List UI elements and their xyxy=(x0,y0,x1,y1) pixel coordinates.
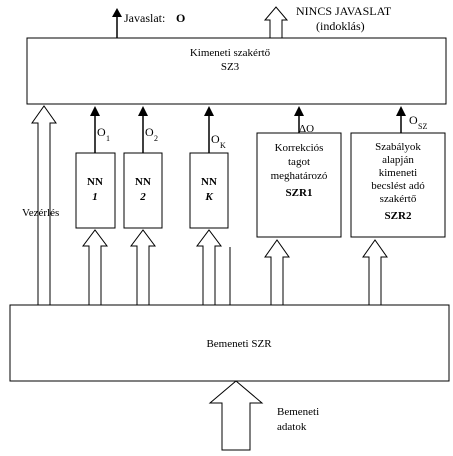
nn1-title: NN xyxy=(87,176,103,188)
szr2-box xyxy=(350,132,446,238)
nn1-output-arrow xyxy=(90,106,100,153)
osz-sub: SZ xyxy=(418,122,427,131)
szr1-box xyxy=(256,132,342,238)
bemeneti-adatok-arrow xyxy=(208,380,264,451)
szr1-name: SZR1 xyxy=(286,187,313,199)
szr2-line5: szakértő xyxy=(380,193,417,205)
nn1-index: 1 xyxy=(92,191,98,203)
nn1-input-arrow xyxy=(82,229,108,306)
szr1-line3: meghatározó xyxy=(271,170,328,182)
javaslat-output-arrow xyxy=(112,8,122,38)
nn2-input-arrow xyxy=(130,229,156,306)
szr1-line1: Korrekciós xyxy=(275,142,324,154)
bemeneti-adatok-line2: adatok xyxy=(277,421,307,433)
nn2-box xyxy=(123,152,163,229)
szr1-line2: tagot xyxy=(288,156,310,168)
sz3-box xyxy=(26,37,447,105)
ok-sub: K xyxy=(220,141,226,150)
bemeneti-szr-label: Bemeneti SZR xyxy=(206,338,272,350)
sz3-title: Kimeneti szakértő xyxy=(190,47,271,59)
szr2-line2: alapján xyxy=(382,154,414,166)
nincs-javaslat-label: NINCS JAVASLAT xyxy=(296,4,392,18)
szr1-output-arrow xyxy=(294,106,304,133)
szr2-output-arrow xyxy=(396,106,406,133)
szr2-line1: Szabályok xyxy=(375,141,421,153)
sz3-name: SZ3 xyxy=(221,61,240,73)
o1-label: O xyxy=(97,125,106,139)
bemeneti-szr-box xyxy=(9,304,450,382)
javaslat-label: Javaslat: xyxy=(124,11,165,25)
vezerles-label: Vezérlés xyxy=(22,207,59,219)
szr2-name: SZR2 xyxy=(385,210,412,222)
vezerles-arrow xyxy=(31,105,57,306)
ok-label: O xyxy=(211,132,220,146)
nnk-input-arrow xyxy=(196,229,222,306)
nn2-index: 2 xyxy=(139,191,146,203)
javaslat-symbol: O xyxy=(176,11,185,25)
szr1-input-arrow xyxy=(264,239,290,306)
nnk-output-arrow xyxy=(204,106,214,153)
o1-sub: 1 xyxy=(106,134,110,143)
nn2-output-arrow xyxy=(138,106,148,153)
indoklas-label: (indoklás) xyxy=(316,19,365,33)
szr2-input-arrow xyxy=(362,239,388,306)
szr2-line3: kimeneti xyxy=(379,167,418,179)
nn1-box xyxy=(75,152,116,229)
nnk-box xyxy=(189,152,229,229)
bemeneti-adatok-line1: Bemeneti xyxy=(277,406,319,418)
nnk-title: NN xyxy=(201,176,217,188)
osz-label: O xyxy=(409,113,418,127)
nn2-title: NN xyxy=(135,176,151,188)
o2-label: O xyxy=(145,125,154,139)
nnk-index: K xyxy=(204,191,213,203)
delta-o-label: ΔO xyxy=(299,123,314,135)
szr2-line4: becslést adó xyxy=(371,180,425,192)
o2-sub: 2 xyxy=(154,134,158,143)
nincs-javaslat-arrow xyxy=(263,6,289,39)
